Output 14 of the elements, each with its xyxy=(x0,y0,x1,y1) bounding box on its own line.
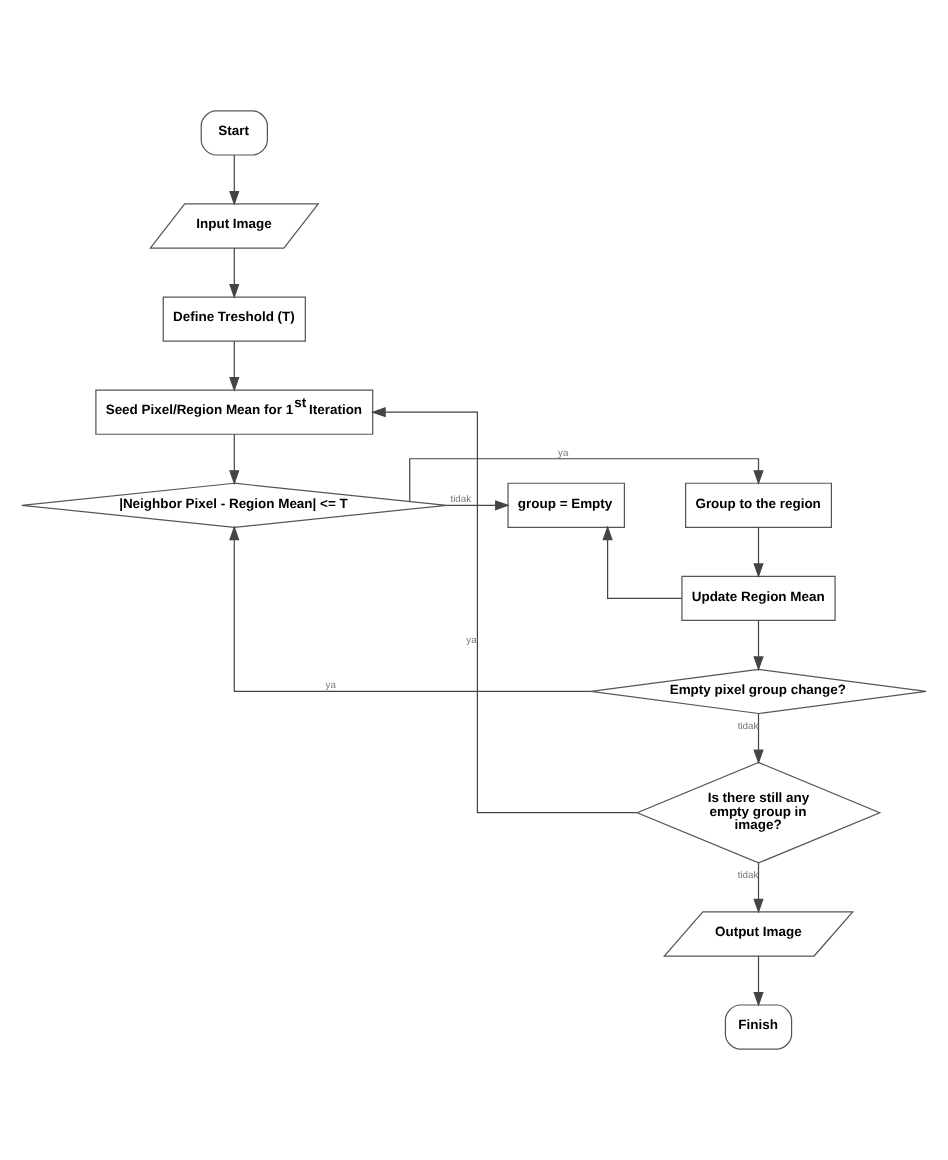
arrow xyxy=(229,154,240,206)
arrow xyxy=(753,955,764,1007)
arrow xyxy=(229,433,240,485)
arrow xyxy=(753,862,764,914)
arrow xyxy=(446,500,510,511)
arrow xyxy=(229,340,240,392)
arrow xyxy=(753,619,764,672)
arrow xyxy=(753,526,764,578)
arrow xyxy=(602,525,683,599)
arrow xyxy=(409,458,764,502)
arrow xyxy=(229,247,240,299)
arrow xyxy=(229,525,592,693)
arrow xyxy=(753,713,764,765)
arrow xyxy=(371,407,638,814)
